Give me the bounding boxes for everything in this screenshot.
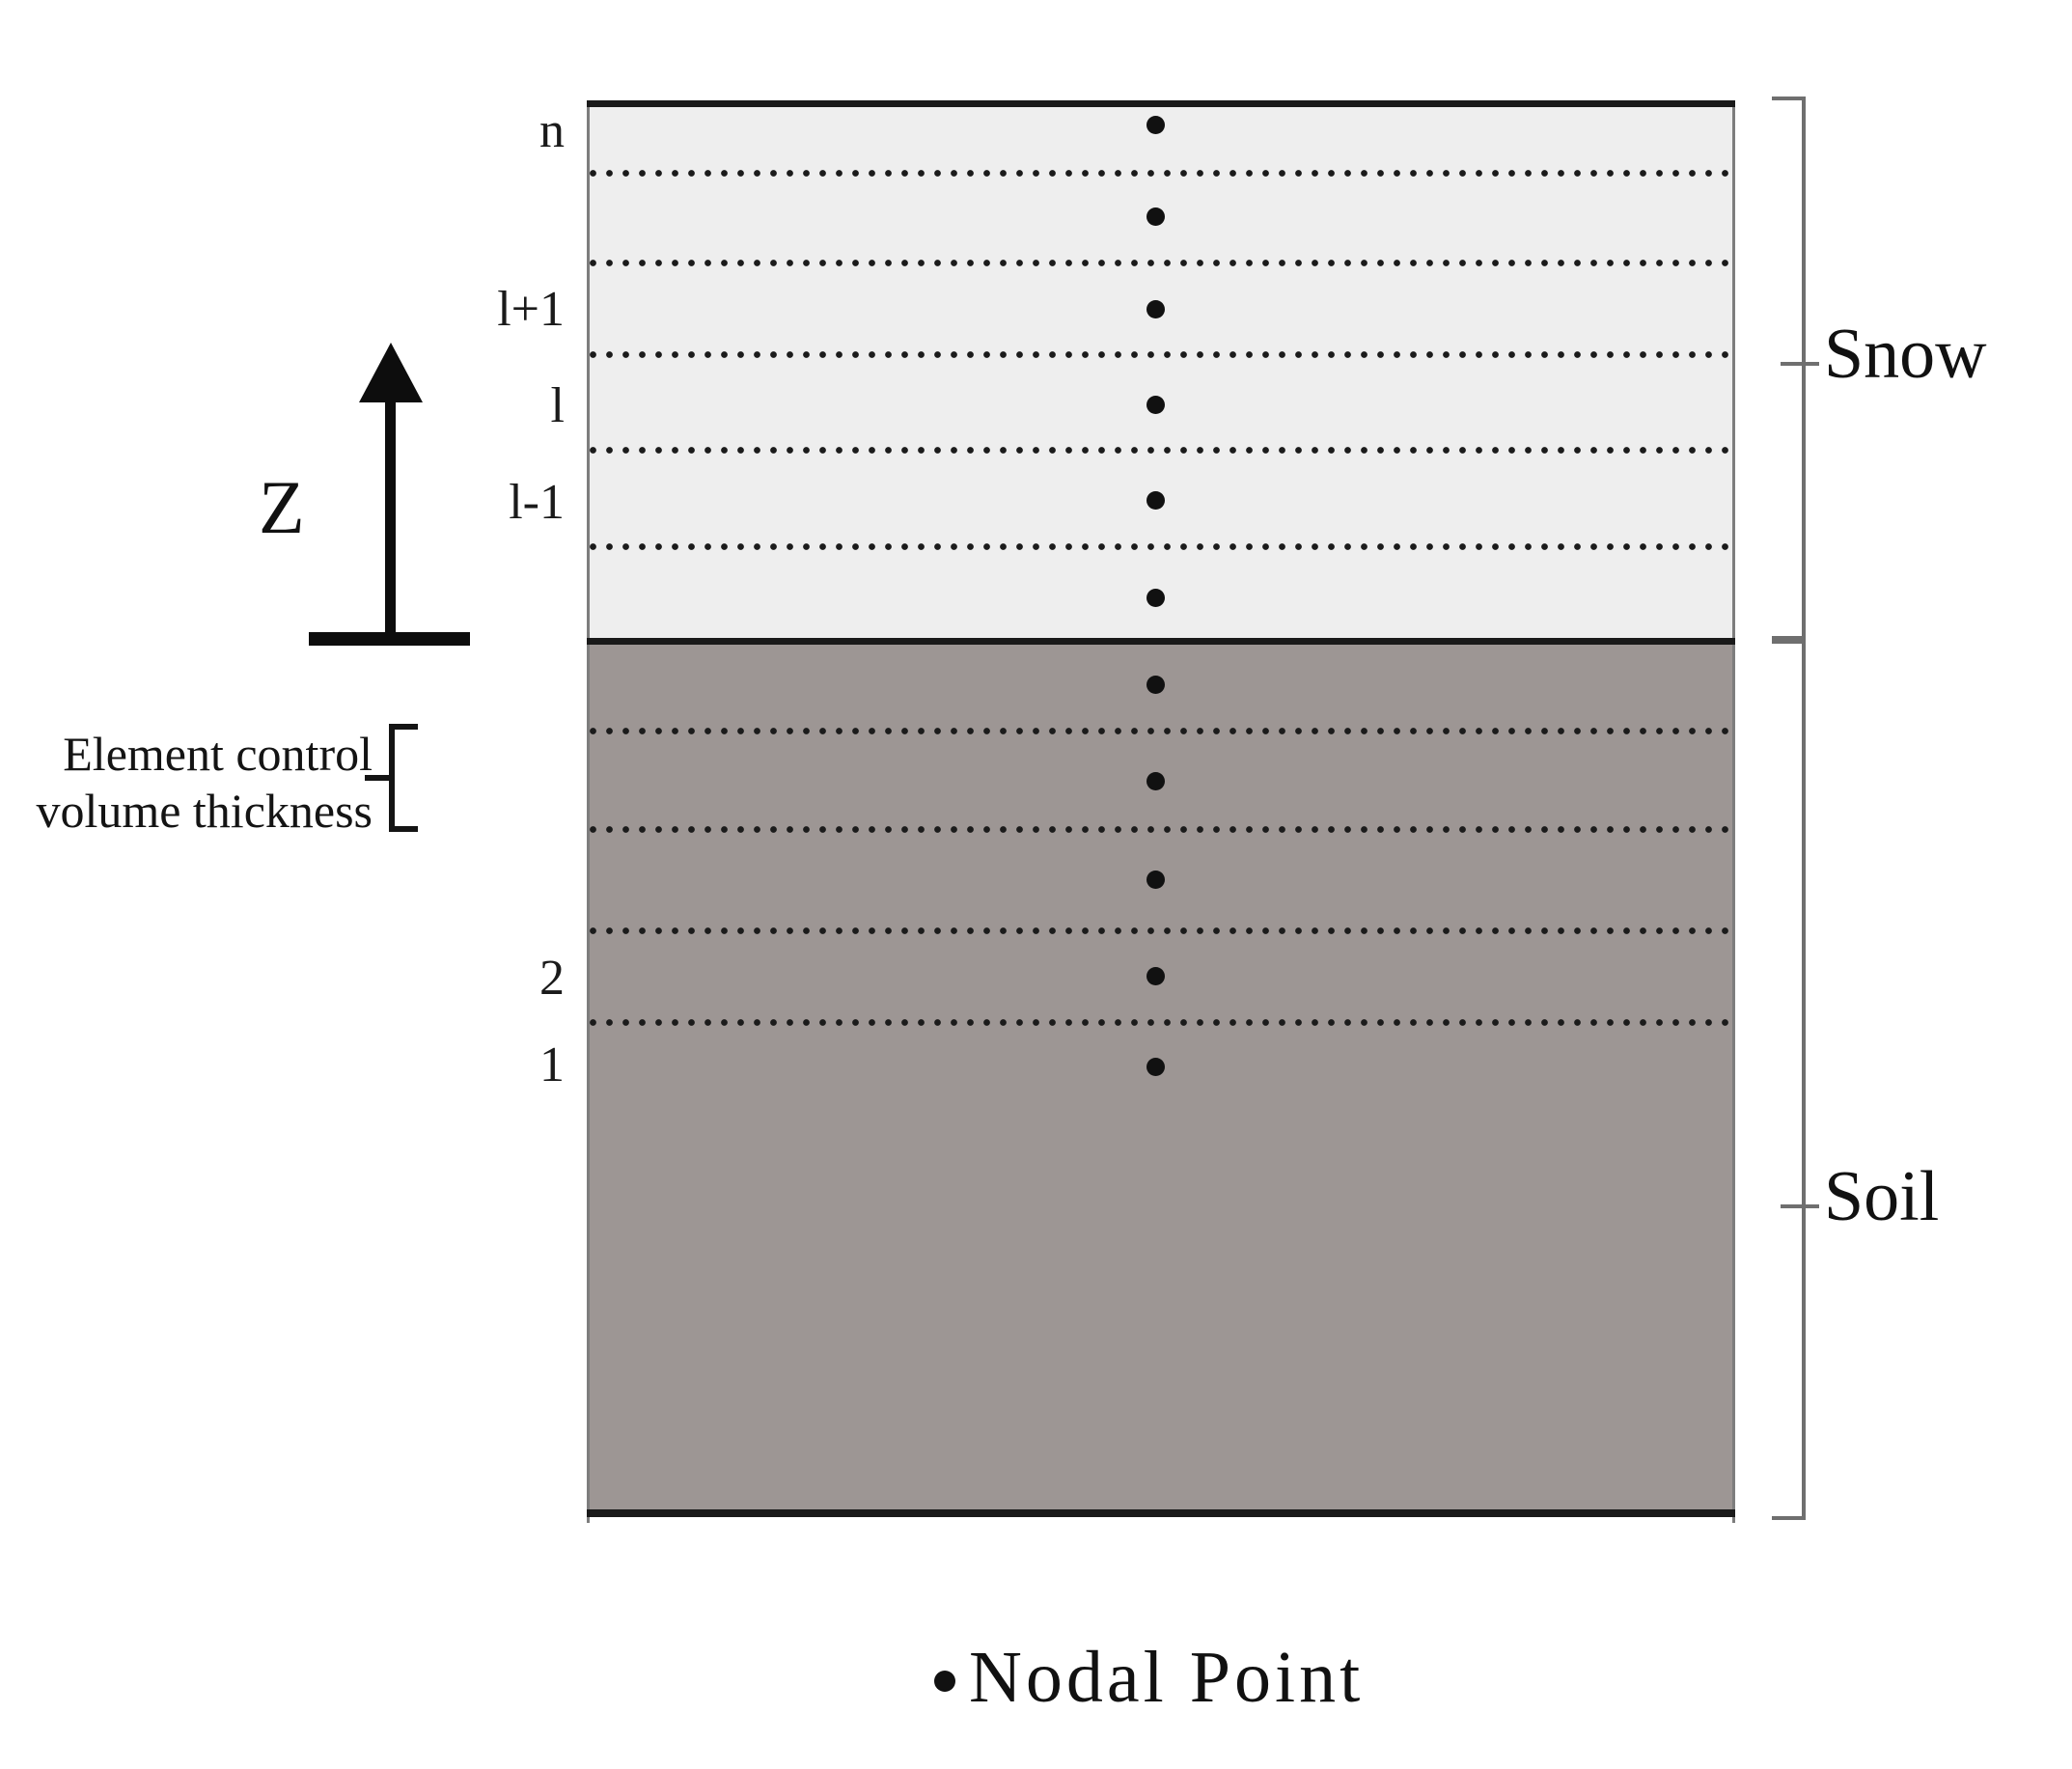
nodal-point	[1147, 396, 1165, 414]
nodal-point	[1147, 772, 1165, 790]
column-top-border	[587, 100, 1735, 107]
nodal-point	[1147, 676, 1165, 694]
z-arrow-base	[309, 632, 470, 646]
soil-interface-line	[589, 825, 1733, 834]
snow-interface-line	[589, 542, 1733, 551]
ecv-bracket-leader-tick	[365, 775, 392, 781]
nodal-point	[1147, 207, 1165, 226]
soil-bracket-leader-tick	[1781, 1204, 1819, 1208]
nodal-point	[1147, 300, 1165, 318]
column-bottom-border	[587, 1509, 1735, 1517]
layer-label-2: 2	[539, 951, 565, 1006]
ecv-bracket-bottom-arm	[389, 826, 418, 832]
soil-interface-line	[589, 727, 1733, 735]
element-control-volume-label: Element control volume thickness	[36, 727, 373, 838]
snow-region	[587, 104, 1735, 643]
layer-label-1: 1	[539, 1037, 565, 1092]
column-right-edge	[1732, 104, 1735, 1523]
soil-bracket-spine	[1802, 640, 1806, 1520]
nodal-point	[1147, 871, 1165, 889]
soil-interface-line	[589, 926, 1733, 935]
soil-interface-line	[589, 1018, 1733, 1027]
nodal-point-dot-icon	[934, 1671, 955, 1692]
soil-region-label: Soil	[1824, 1157, 1940, 1236]
z-arrow-head	[359, 343, 423, 402]
nodal-point	[1147, 589, 1165, 607]
legend-label: Nodal Point	[969, 1637, 1365, 1718]
layer-label-lplus1: l+1	[497, 282, 565, 337]
nodal-point	[1147, 116, 1165, 134]
snow-interface-line	[589, 350, 1733, 359]
soil-bracket-bottom-arm	[1772, 1516, 1806, 1520]
snow-region-label: Snow	[1824, 315, 1987, 394]
z-arrow-shaft	[385, 401, 396, 640]
layer-label-lminus1: l-1	[509, 475, 565, 530]
snow-bracket-top-arm	[1772, 97, 1806, 100]
snow-bracket-bottom-arm	[1772, 636, 1806, 640]
snow-bracket-spine	[1802, 97, 1806, 640]
nodal-point	[1147, 491, 1165, 510]
snow-interface-line	[589, 259, 1733, 267]
z-axis-label: Z	[259, 465, 305, 549]
ecv-bracket-top-arm	[389, 724, 418, 730]
nodal-point	[1147, 967, 1165, 985]
layer-label-n: n	[539, 103, 565, 158]
layer-label-l: l	[550, 378, 565, 433]
snow-interface-line	[589, 446, 1733, 455]
soil-bracket-top-arm	[1772, 640, 1806, 644]
ecv-bracket-spine	[389, 724, 395, 832]
column-left-edge	[587, 104, 590, 1523]
snow-soil-interface-border	[587, 638, 1735, 645]
snow-interface-line	[589, 169, 1733, 178]
legend: Nodal Point	[934, 1641, 1364, 1714]
nodal-point	[1147, 1058, 1165, 1076]
snow-bracket-leader-tick	[1781, 362, 1819, 366]
